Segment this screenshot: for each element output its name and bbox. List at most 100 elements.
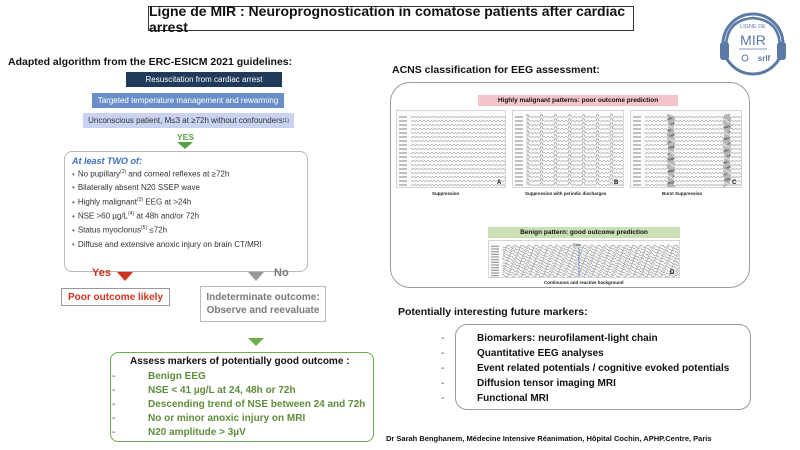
eeg-trace xyxy=(526,154,623,158)
caption-burst: Burst Suppression xyxy=(662,191,703,196)
eeg-trace xyxy=(410,152,505,154)
yes-arrow-icon xyxy=(177,142,193,149)
channel-label-mark xyxy=(491,267,499,269)
panel-letter-a: A xyxy=(497,180,502,186)
channel-label-mark xyxy=(515,176,523,178)
channel-label-mark xyxy=(515,120,523,122)
indeterminate-line1: Indeterminate outcome: xyxy=(206,292,320,303)
eeg-trace xyxy=(526,118,623,122)
criteria-box: At least TWO of: •No pupillary(2) and co… xyxy=(64,151,308,272)
indeterminate-line2: Observe and reevaluate xyxy=(206,305,320,316)
caption-suppression: Suppression xyxy=(432,191,460,196)
criteria-item: •Bilaterally absent N20 SSEP wave xyxy=(72,183,200,193)
channel-label-mark xyxy=(515,184,523,186)
channel-label-mark xyxy=(633,116,641,118)
channel-label-mark xyxy=(515,140,523,142)
eeg-trace xyxy=(410,124,505,126)
channel-label-mark xyxy=(633,176,641,178)
channel-label-mark xyxy=(491,264,499,266)
yes-label: YES xyxy=(177,132,195,142)
panel-letter-c: C xyxy=(732,180,737,186)
eeg-trace xyxy=(502,262,679,268)
eeg-trace xyxy=(410,172,505,174)
channel-label-mark xyxy=(515,164,523,166)
step-unconscious-sup: (1) xyxy=(282,117,289,124)
channel-label-mark xyxy=(399,160,407,162)
channel-label-mark xyxy=(633,124,641,126)
channel-label-mark xyxy=(515,160,523,162)
channel-label-mark xyxy=(491,272,499,274)
eeg-trace xyxy=(644,177,741,185)
channel-label-mark xyxy=(515,128,523,130)
eeg-trace xyxy=(502,270,679,276)
eeg-trace xyxy=(526,142,623,146)
channel-label-mark xyxy=(491,251,499,253)
eeg-trace xyxy=(410,168,505,170)
channel-label-mark xyxy=(633,128,641,130)
marker-item: Diffusion tensor imaging MRI xyxy=(477,378,616,389)
eeg-trace xyxy=(502,252,679,257)
no-outcome-label: No xyxy=(274,267,289,279)
criteria-item: •NSE >60 µg/L(4) at 48h and/or 72h xyxy=(72,211,200,221)
eeg-trace xyxy=(644,181,741,187)
eeg-trace xyxy=(526,150,623,154)
marker-item: Functional MRI xyxy=(477,393,549,404)
channel-label-mark xyxy=(399,132,407,134)
channel-label-mark xyxy=(633,168,641,170)
step-unconscious: Unconscious patient, M≤3 at ≥72h without… xyxy=(83,113,294,128)
eeg-trace xyxy=(526,166,623,170)
eeg-trace xyxy=(526,146,623,150)
malignant-patterns-label: Highly malignant patterns: poor outcome … xyxy=(478,95,678,106)
acns-heading: ACNS classification for EEG assessment: xyxy=(392,64,600,76)
eeg-traces-c xyxy=(633,113,741,187)
eeg-trace xyxy=(644,133,741,141)
eeg-trace xyxy=(410,116,505,118)
eeg-trace xyxy=(410,144,505,146)
logo-top-text: LIGNE DE xyxy=(740,24,766,30)
eeg-trace xyxy=(410,140,505,142)
eeg-trace xyxy=(502,273,679,277)
channel-label-mark xyxy=(515,144,523,146)
eeg-trace xyxy=(644,145,741,153)
poor-outcome-box: Poor outcome likely xyxy=(61,288,170,306)
eeg-trace xyxy=(410,184,505,186)
eeg-trace xyxy=(526,170,623,174)
channel-label-mark xyxy=(515,136,523,138)
ligne-de-mir-logo: LIGNE DE MIR srlf xyxy=(720,12,786,76)
channel-label-mark xyxy=(515,180,523,182)
assess-item: N20 amplitude > 3µV xyxy=(148,427,246,438)
channel-label-mark xyxy=(399,172,407,174)
yes-outcome-label: Yes xyxy=(92,267,111,279)
channel-label-mark xyxy=(399,180,407,182)
step-ttm: Targeted temperature management and rewa… xyxy=(92,93,284,108)
channel-label-mark xyxy=(491,259,499,261)
channel-label-mark xyxy=(399,176,407,178)
channel-label-mark xyxy=(399,148,407,150)
eeg-traces-d xyxy=(491,244,679,277)
criteria-title: At least TWO of: xyxy=(72,156,142,166)
channel-label-mark xyxy=(633,136,641,138)
benign-pattern-label: Benign pattern: good outcome prediction xyxy=(488,227,680,238)
assess-arrow-icon xyxy=(248,338,264,346)
eeg-image-suppression xyxy=(396,110,506,188)
eeg-trace xyxy=(502,268,679,273)
eeg-traces-b xyxy=(515,114,623,186)
channel-label-mark xyxy=(633,152,641,154)
eeg-trace xyxy=(526,134,623,138)
channel-label-mark xyxy=(399,120,407,122)
channel-label-mark xyxy=(515,152,523,154)
assess-box xyxy=(110,352,374,442)
channel-label-mark xyxy=(399,168,407,170)
eeg-trace xyxy=(502,246,679,252)
channel-label-mark xyxy=(399,164,407,166)
channel-label-mark xyxy=(491,269,499,271)
no-grey-arrow-icon xyxy=(248,272,264,281)
eeg-trace xyxy=(526,122,623,126)
eeg-trace xyxy=(410,156,505,158)
indeterminate-outcome-box: Indeterminate outcome: Observe and reeva… xyxy=(200,286,326,322)
eeg-trace xyxy=(526,126,623,130)
eeg-trace xyxy=(644,125,741,133)
eeg-trace xyxy=(410,176,505,178)
eeg-trace xyxy=(644,117,741,125)
algorithm-heading: Adapted algorithm from the ERC-ESICM 202… xyxy=(8,56,293,68)
